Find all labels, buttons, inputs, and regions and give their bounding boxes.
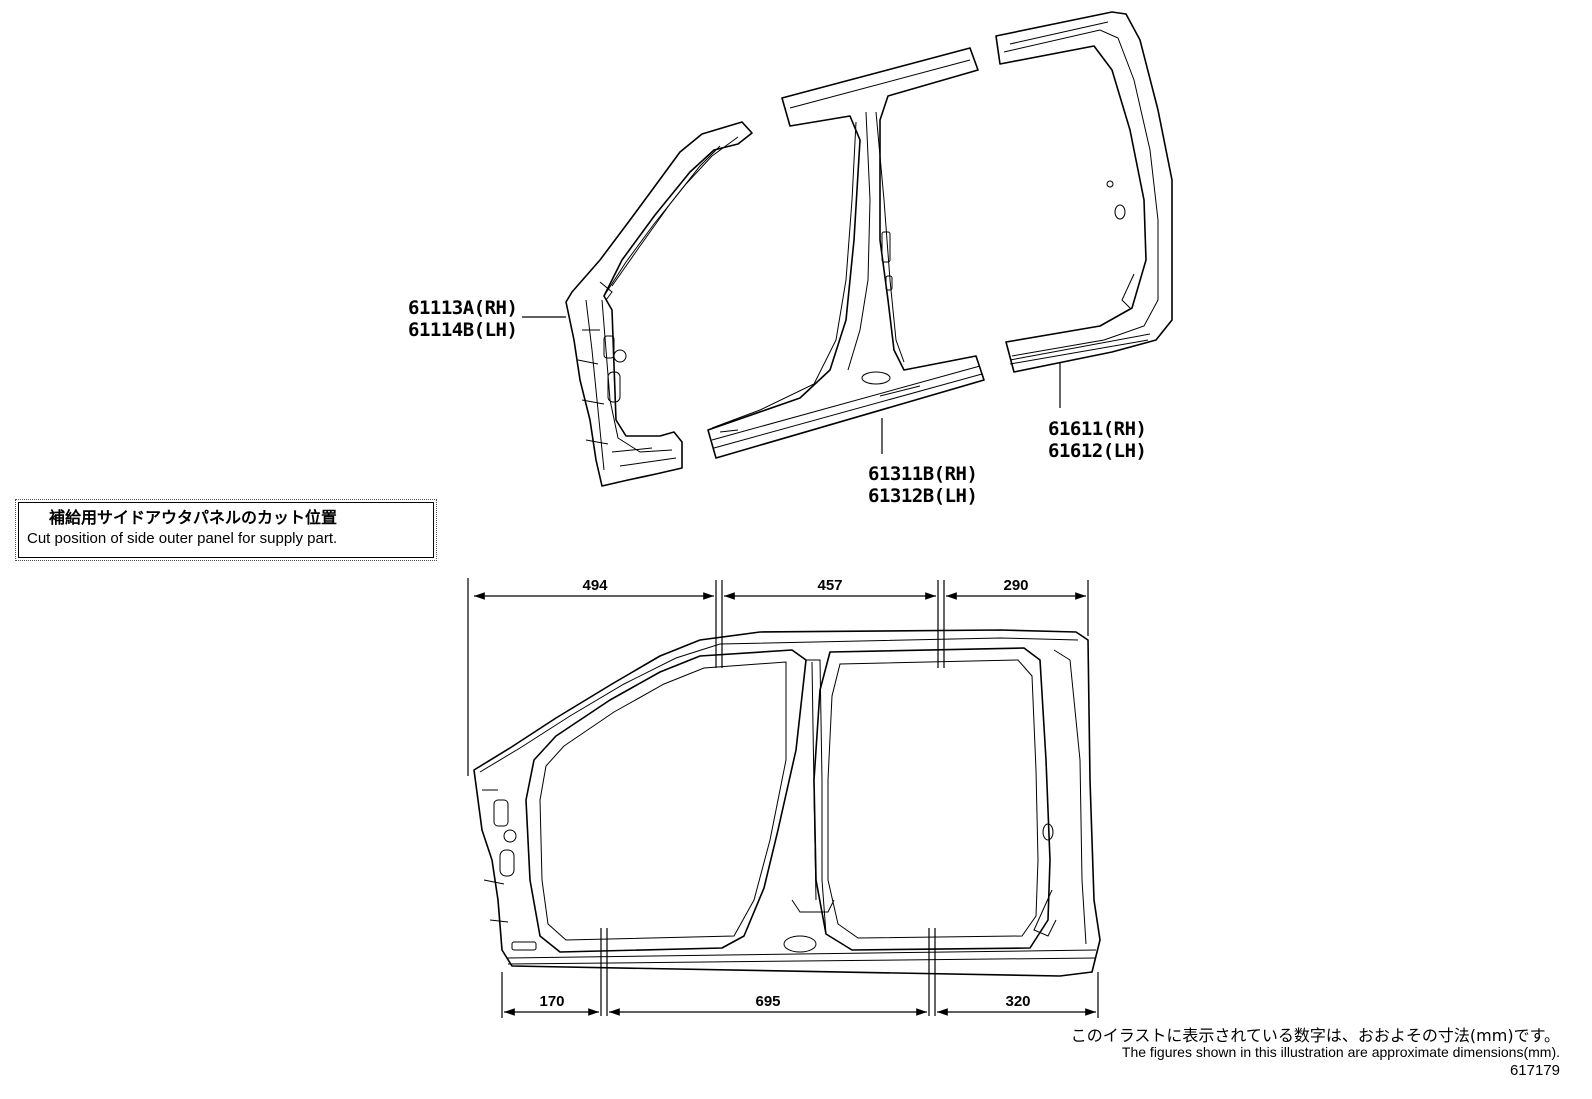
- part-number-center-pillar-lh: 61312B(LH): [868, 485, 978, 507]
- dimension-top-front: 494: [582, 577, 608, 594]
- dimension-bottom-rear: 320: [1005, 993, 1031, 1010]
- rear-quarter-part: [995, 11, 1173, 373]
- front-pillar-part: [565, 121, 753, 487]
- dimension-top-center: 457: [817, 577, 843, 594]
- cut-position-box: 補給用サイドアウタパネルのカット位置 Cut position of side …: [15, 499, 437, 561]
- cut-position-title-jp: 補給用サイドアウタパネルのカット位置: [49, 508, 338, 527]
- full-side-panel: [473, 629, 1101, 977]
- approximate-dimensions-note-en: The figures shown in this illustration a…: [1121, 1044, 1560, 1060]
- dimension-lines: [467, 578, 1099, 1018]
- dimension-bottom-front: 170: [539, 993, 565, 1010]
- illustration-id: 617179: [1509, 1062, 1560, 1079]
- part-number-rear-quarter-lh: 61612(LH): [1048, 440, 1147, 462]
- center-pillar-part: [707, 47, 985, 459]
- part-number-front-pillar-lh: 61114B(LH): [408, 319, 518, 341]
- part-number-rear-quarter-rh: 61611(RH): [1048, 418, 1147, 440]
- part-number-center-pillar-rh: 61311B(RH): [868, 463, 978, 485]
- approximate-dimensions-note-jp: このイラストに表示されている数字は、おおよその寸法(mm)です。: [1070, 1026, 1560, 1045]
- cut-marks: [600, 580, 945, 1016]
- cut-position-title-en: Cut position of side outer panel for sup…: [27, 530, 338, 547]
- dimension-top-rear: 290: [1003, 577, 1029, 594]
- dimension-bottom-center: 695: [755, 993, 781, 1010]
- part-number-front-pillar-rh: 61113A(RH): [408, 297, 518, 319]
